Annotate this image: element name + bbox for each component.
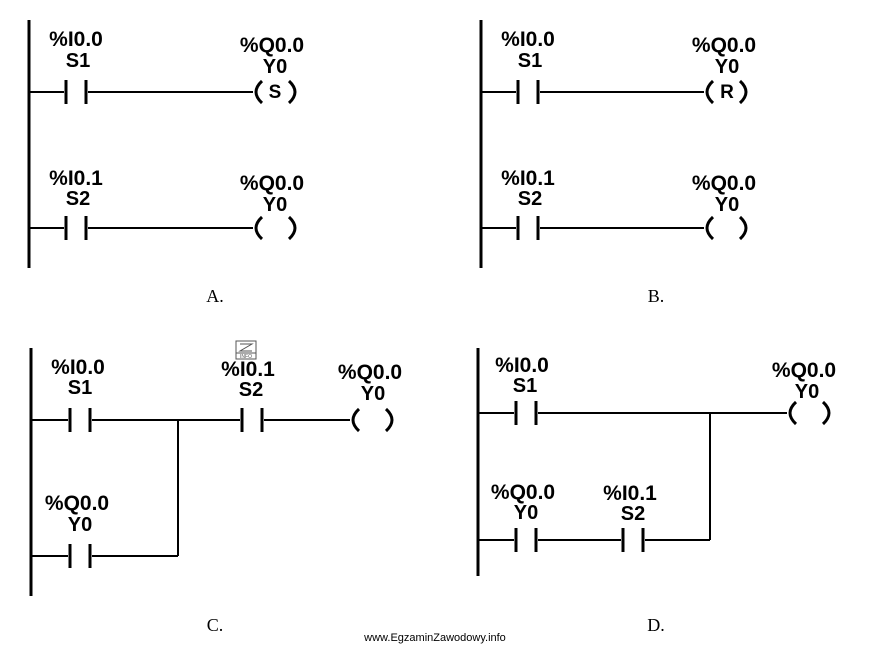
coil-reset-letter: R bbox=[720, 82, 734, 103]
contact-s2-name: S2 bbox=[239, 379, 263, 401]
contact-y0-address: %Q0.0 bbox=[45, 492, 109, 515]
coil-left-arc bbox=[705, 215, 715, 241]
watermark-text: www.EgzaminZawodowy.info bbox=[363, 632, 506, 644]
coil-set-letter: S bbox=[269, 82, 282, 103]
coil-name: Y0 bbox=[263, 56, 287, 78]
contact-address: %I0.1 bbox=[501, 167, 555, 190]
coil-right-arc bbox=[287, 79, 297, 105]
coil-address: %Q0.0 bbox=[772, 359, 836, 382]
contact-y0-name: Y0 bbox=[68, 514, 92, 536]
diagram-b-caption: B. bbox=[648, 286, 665, 306]
coil-name: Y0 bbox=[263, 194, 287, 216]
coil-right-arc bbox=[384, 407, 394, 433]
contact-y0-address: %Q0.0 bbox=[491, 481, 555, 504]
coil-left-arc bbox=[351, 407, 361, 433]
svg-text:INFO: INFO bbox=[240, 354, 252, 360]
contact-name: S2 bbox=[518, 188, 542, 210]
logo-stamp: INFO bbox=[235, 340, 257, 360]
diagram-d: %I0.0 S1 %Q0.0 Y0 %Q0.0 Y0 %I0.1 S2 D. bbox=[476, 348, 836, 635]
contact-name: S1 bbox=[66, 50, 90, 72]
diagram-c: %I0.0 S1 %I0.1 S2 %Q0.0 Y0 %Q0.0 Y0 C. I… bbox=[29, 340, 402, 635]
contact-address: %I0.0 bbox=[501, 28, 555, 51]
diagram-b-rung-2: %I0.1 S2 %Q0.0 Y0 bbox=[481, 167, 756, 241]
coil-left-arc bbox=[254, 215, 264, 241]
contact-address: %I0.0 bbox=[49, 28, 103, 51]
contact-s1-address: %I0.0 bbox=[51, 356, 105, 379]
contact-name: S2 bbox=[66, 188, 90, 210]
contact-address: %I0.1 bbox=[49, 167, 103, 190]
contact-s2-address: %I0.1 bbox=[221, 358, 275, 381]
contact-s1-name: S1 bbox=[68, 377, 92, 399]
contact-name: S1 bbox=[518, 50, 542, 72]
diagram-a-rung-1: %I0.0 S1 %Q0.0 Y0 S bbox=[29, 28, 304, 105]
coil-right-arc bbox=[287, 215, 297, 241]
coil-right-arc bbox=[738, 215, 748, 241]
diagram-a-rung-2: %I0.1 S2 %Q0.0 Y0 bbox=[29, 167, 304, 241]
coil-right-arc bbox=[738, 79, 748, 105]
coil-name: Y0 bbox=[715, 56, 739, 78]
diagram-c-caption: C. bbox=[207, 615, 224, 635]
coil-name: Y0 bbox=[795, 381, 819, 403]
contact-y0-name: Y0 bbox=[514, 502, 538, 524]
coil-left-arc bbox=[254, 79, 264, 105]
diagram-d-caption: D. bbox=[647, 615, 665, 635]
contact-s1-address: %I0.0 bbox=[495, 354, 549, 377]
coil-left-arc bbox=[788, 400, 798, 426]
contact-s2-address: %I0.1 bbox=[603, 482, 657, 505]
contact-s1-name: S1 bbox=[513, 375, 537, 397]
diagram-a-caption: A. bbox=[206, 286, 224, 306]
coil-name: Y0 bbox=[715, 194, 739, 216]
coil-name: Y0 bbox=[361, 383, 385, 405]
diagram-b: %I0.0 S1 %Q0.0 Y0 R %I0.1 S2 %Q0.0 Y0 B. bbox=[479, 20, 756, 306]
diagram-b-rung-1: %I0.0 S1 %Q0.0 Y0 R bbox=[481, 28, 756, 105]
coil-address: %Q0.0 bbox=[692, 34, 756, 57]
coil-address: %Q0.0 bbox=[338, 361, 402, 384]
coil-address: %Q0.0 bbox=[240, 172, 304, 195]
coil-address: %Q0.0 bbox=[692, 172, 756, 195]
coil-address: %Q0.0 bbox=[240, 34, 304, 57]
coil-left-arc bbox=[705, 79, 715, 105]
coil-right-arc bbox=[821, 400, 831, 426]
diagram-a: %I0.0 S1 %Q0.0 Y0 S %I0.1 S2 %Q0.0 Y0 A. bbox=[27, 20, 304, 306]
contact-s2-name: S2 bbox=[621, 503, 645, 525]
